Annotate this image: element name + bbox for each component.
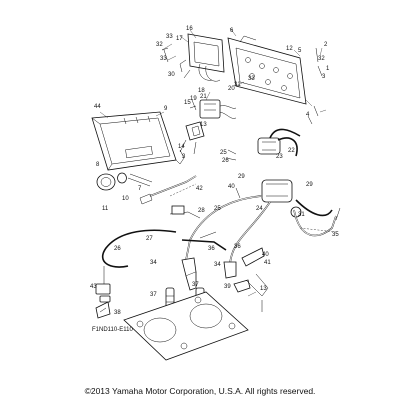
callout-17: 17	[176, 36, 183, 42]
callout-36-right: 36	[234, 244, 241, 250]
fuse-holder	[96, 172, 153, 191]
callout-34: 34	[150, 260, 157, 266]
callout-27: 27	[146, 236, 153, 242]
ignition-bracket	[179, 121, 205, 155]
callout-40: 40	[262, 252, 269, 258]
callout-40-lower: 13	[260, 286, 267, 292]
callout-16: 16	[186, 26, 193, 32]
callout-32-right: 32	[318, 56, 325, 62]
callout-5: 5	[298, 48, 302, 54]
callout-37-right: 37	[192, 282, 199, 288]
callout-33-lower: 33	[160, 56, 167, 62]
callout-31: 31	[234, 82, 241, 88]
callout-37: 37	[150, 292, 157, 298]
harness-connector	[95, 266, 111, 303]
callout-labels: 2 1 6 16 17 33 32 33 30 12 5 32 3 33 31 …	[90, 26, 339, 316]
electrical-box-base	[227, 35, 307, 105]
rectifier-regulator	[179, 33, 225, 82]
callout-44: 44	[94, 104, 101, 110]
callout-12: 12	[286, 46, 293, 52]
callout-36: 36	[208, 246, 215, 252]
stator-harness	[101, 205, 227, 268]
copyright-notice: ©2013 Yamaha Motor Corporation, U.S.A. A…	[84, 386, 316, 396]
callout-7: 7	[138, 186, 142, 192]
callout-33: 33	[166, 34, 173, 40]
callout-15: 15	[184, 100, 191, 106]
callout-26-right: 25	[214, 206, 221, 212]
callout-8: 8	[96, 162, 100, 168]
ignition-coil-large	[261, 179, 302, 218]
electrical-box-cover	[91, 111, 185, 171]
callout-25: 25	[220, 150, 227, 156]
callout-22: 22	[288, 148, 295, 154]
callout-20: 20	[228, 86, 235, 92]
callout-24: 24	[256, 206, 263, 212]
spark-plug-cap-2	[223, 261, 237, 279]
spark-plug-cap-1	[181, 257, 197, 291]
callout-3: 3	[322, 74, 326, 80]
callout-29: 29	[238, 174, 245, 180]
callout-41: 41	[264, 260, 271, 266]
fasteners	[161, 47, 341, 221]
callout-26-left: 26	[114, 246, 121, 252]
callout-9: 9	[164, 106, 168, 112]
callout-18: 18	[198, 88, 205, 94]
lead-clamp	[233, 247, 269, 312]
callout-39: 39	[224, 284, 231, 290]
callout-33-box: 33	[248, 76, 255, 82]
callout-6: 6	[230, 28, 234, 34]
callout-31-coil: 31	[298, 212, 305, 218]
spark-plug-leads	[185, 195, 337, 265]
callout-2: 2	[324, 42, 328, 48]
callout-35: 35	[332, 232, 339, 238]
callout-29-right: 29	[306, 182, 313, 188]
callout-26: 26	[222, 158, 229, 164]
sensor-cable	[139, 175, 197, 205]
callout-11: 11	[102, 206, 109, 212]
cylinder-head	[123, 291, 249, 361]
starter-relay	[189, 99, 237, 119]
callout-23: 23	[276, 154, 283, 160]
callout-19: 19	[190, 96, 197, 102]
callout-21: 21	[200, 94, 207, 100]
callout-13-lower: 3	[182, 154, 186, 160]
leader-lines	[99, 27, 337, 297]
callout-32: 32	[156, 42, 163, 48]
figure-code: F1ND110-E110	[92, 327, 133, 333]
callout-10: 10	[122, 196, 129, 202]
callout-4: 4	[306, 112, 310, 118]
ignition-coil-small	[257, 128, 301, 157]
callout-30: 30	[168, 72, 175, 78]
callout-28: 28	[198, 208, 205, 214]
callout-14: 14	[178, 144, 185, 150]
callout-1: 1	[326, 66, 330, 72]
front-arrow-icon	[95, 301, 111, 319]
callout-13: 13	[200, 122, 207, 128]
callout-42: 42	[196, 186, 203, 192]
callout-43: 43	[90, 284, 97, 290]
callout-38: 38	[114, 310, 121, 316]
callout-34-right: 34	[214, 262, 221, 268]
callout-25-lower: 40	[228, 184, 235, 190]
